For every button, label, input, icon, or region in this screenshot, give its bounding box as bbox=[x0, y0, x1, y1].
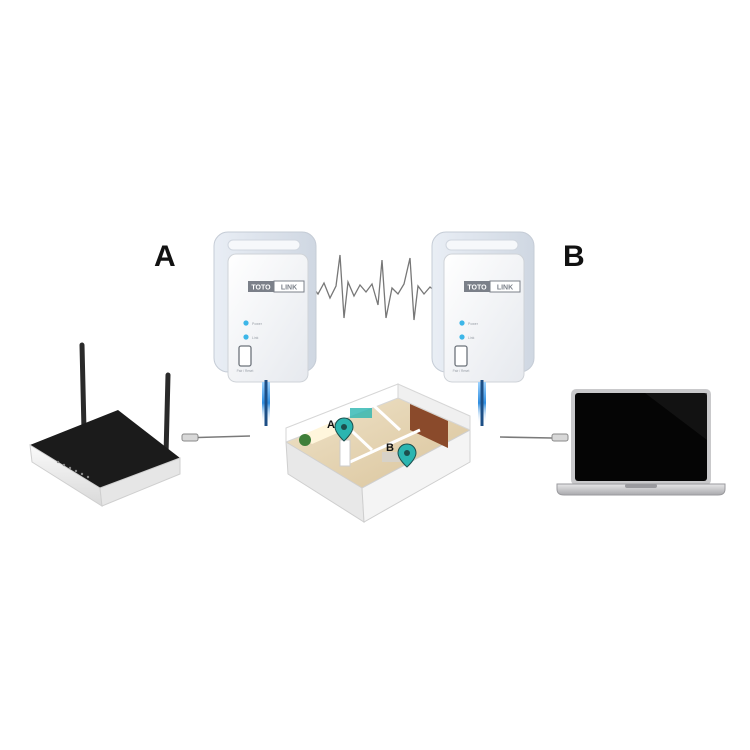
router-antenna-right bbox=[163, 372, 171, 458]
laptop-icon bbox=[556, 389, 726, 496]
house-floorplan-icon: A B bbox=[285, 383, 471, 523]
brand-text-right-b: LINK bbox=[497, 285, 513, 292]
house-plant bbox=[299, 434, 311, 446]
brand-text-left-a: TOTO bbox=[251, 285, 271, 292]
powerline-adapter-a: TOTO LINK Power Link Pair / Reset bbox=[213, 231, 317, 426]
led-power-b bbox=[459, 320, 465, 326]
led-link-a bbox=[243, 334, 249, 340]
pair-button-caption-a: Pair / Reset bbox=[237, 369, 254, 373]
router-top bbox=[30, 410, 180, 488]
laptop-base bbox=[556, 483, 726, 496]
pair-button-b bbox=[454, 345, 468, 367]
led-link-caption-b: Link bbox=[468, 336, 475, 340]
led-power-caption-b: Power bbox=[468, 322, 479, 326]
laptop-screen bbox=[575, 393, 707, 481]
room-label-a: A bbox=[327, 419, 335, 431]
point-b-label: B bbox=[563, 240, 585, 273]
brand-badge-right-b bbox=[489, 280, 521, 293]
location-pin-a bbox=[334, 417, 354, 442]
house-wood-wall bbox=[410, 404, 448, 448]
powerline-signal-wave bbox=[304, 254, 443, 321]
led-link-caption-a: Link bbox=[252, 336, 259, 340]
brand-text-right-a: LINK bbox=[281, 285, 297, 292]
room-label-b: B bbox=[386, 442, 394, 454]
brand-badge-left-a bbox=[248, 281, 274, 292]
pair-button-a bbox=[238, 345, 252, 367]
router-antenna-left bbox=[79, 342, 87, 433]
led-link-b bbox=[459, 334, 465, 340]
location-pin-b bbox=[397, 443, 417, 468]
brand-text-left-b: TOTO bbox=[467, 285, 487, 292]
router-icon bbox=[29, 342, 181, 507]
pair-button-caption-b: Pair / Reset bbox=[453, 369, 470, 373]
led-power-a bbox=[243, 320, 249, 326]
ethernet-cable-right bbox=[499, 433, 569, 442]
brand-badge-right-a bbox=[273, 280, 305, 293]
point-a-label: A bbox=[154, 240, 176, 273]
powerline-adapter-b: TOTO LINK Power Link Pair / Reset bbox=[431, 231, 535, 426]
led-power-caption-a: Power bbox=[252, 322, 263, 326]
brand-badge-left-b bbox=[464, 281, 490, 292]
house-wall-front-right bbox=[361, 429, 471, 523]
ethernet-cable-left bbox=[181, 433, 251, 442]
